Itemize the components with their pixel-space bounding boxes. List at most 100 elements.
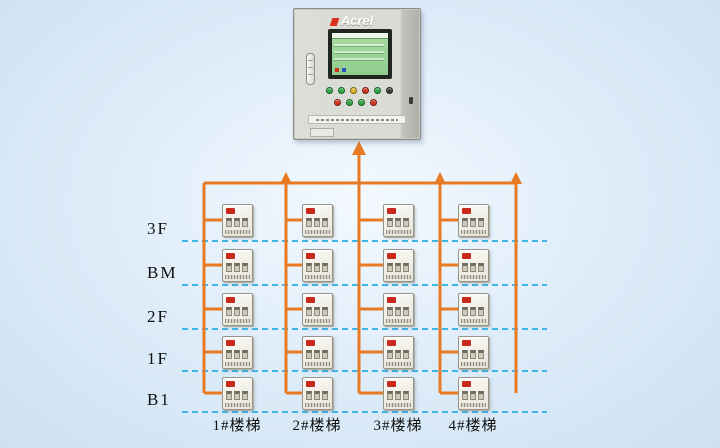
- indicator-row-2: [334, 99, 377, 106]
- device-modules: [226, 307, 248, 316]
- indicator-light: [370, 99, 377, 106]
- device-box: [222, 336, 253, 369]
- device-modules: [306, 307, 328, 316]
- device-terminal-strip: [305, 230, 330, 234]
- device-indicator-chip: [462, 381, 471, 387]
- floor-label-b1: B1: [147, 390, 171, 409]
- flow-meter: [306, 53, 315, 85]
- device-terminal-strip: [225, 403, 250, 407]
- device-modules: [462, 307, 484, 316]
- up-arrow-icon: [280, 172, 292, 184]
- indicator-light: [334, 99, 341, 106]
- device-box: [222, 293, 253, 326]
- device-indicator-chip: [306, 208, 315, 214]
- device-indicator-chip: [226, 381, 235, 387]
- cabinet-screen: [328, 29, 392, 79]
- device-indicator-chip: [387, 208, 396, 214]
- indicator-light: [374, 87, 381, 94]
- door-lock: [409, 97, 413, 104]
- device-indicator-chip: [226, 297, 235, 303]
- device-box: [302, 377, 333, 410]
- device-terminal-strip: [225, 319, 250, 323]
- up-arrow-icon: [434, 172, 446, 184]
- device-indicator-chip: [226, 253, 235, 259]
- device-indicator-chip: [387, 381, 396, 387]
- device-terminal-strip: [461, 362, 486, 366]
- device-terminal-strip: [305, 403, 330, 407]
- floor-line: [182, 370, 547, 372]
- device-stubs-col4: [440, 218, 458, 395]
- device-modules: [306, 391, 328, 400]
- device-box: [458, 249, 489, 282]
- device-terminal-strip: [386, 230, 411, 234]
- floor-line: [182, 240, 547, 242]
- device-terminal-strip: [461, 230, 486, 234]
- device-modules: [462, 263, 484, 272]
- device-modules: [462, 218, 484, 227]
- screen-text-row: [334, 58, 384, 61]
- up-arrow-icon: [352, 141, 366, 155]
- device-box: [383, 204, 414, 237]
- device-terminal-strip: [386, 403, 411, 407]
- nameplate-strip: [308, 115, 406, 124]
- indicator-light: [362, 87, 369, 94]
- device-box: [302, 293, 333, 326]
- indicator-light: [350, 87, 357, 94]
- device-box: [222, 377, 253, 410]
- floor-label-1f: 1F: [147, 349, 169, 368]
- device-modules: [462, 391, 484, 400]
- screen-content: [332, 33, 388, 75]
- device-modules: [387, 391, 409, 400]
- device-terminal-strip: [305, 362, 330, 366]
- device-stubs-col3: [359, 218, 383, 395]
- device-indicator-chip: [462, 297, 471, 303]
- device-box: [222, 249, 253, 282]
- device-modules: [306, 350, 328, 359]
- indicator-light: [386, 87, 393, 94]
- device-indicator-chip: [306, 297, 315, 303]
- device-terminal-strip: [225, 230, 250, 234]
- floor-label-bm: BM: [147, 263, 178, 282]
- device-terminal-strip: [386, 319, 411, 323]
- up-arrow-icon: [510, 172, 522, 184]
- floor-label-3f: 3F: [147, 219, 169, 238]
- device-box: [383, 377, 414, 410]
- device-box: [222, 204, 253, 237]
- device-indicator-chip: [226, 340, 235, 346]
- device-modules: [226, 263, 248, 272]
- device-terminal-strip: [305, 275, 330, 279]
- column-label-1: 1#楼梯: [212, 418, 262, 434]
- device-indicator-chip: [306, 340, 315, 346]
- indicator-light: [346, 99, 353, 106]
- column-label-3: 3#楼梯: [373, 418, 423, 434]
- device-indicator-chip: [387, 297, 396, 303]
- indicator-light: [326, 87, 333, 94]
- device-terminal-strip: [225, 362, 250, 366]
- device-box: [458, 377, 489, 410]
- device-stubs-col2: [286, 218, 302, 395]
- device-box: [383, 249, 414, 282]
- device-box: [302, 204, 333, 237]
- device-indicator-chip: [387, 340, 396, 346]
- device-terminal-strip: [461, 319, 486, 323]
- device-indicator-chip: [462, 208, 471, 214]
- device-box: [458, 204, 489, 237]
- device-indicator-chip: [226, 208, 235, 214]
- device-indicator-chip: [462, 253, 471, 259]
- screen-text-row: [334, 44, 384, 47]
- indicator-row-1: [326, 87, 393, 94]
- device-box: [458, 293, 489, 326]
- device-terminal-strip: [225, 275, 250, 279]
- floor-line: [182, 328, 547, 330]
- brand-text: Acrel: [340, 13, 374, 28]
- column-label-2: 2#楼梯: [292, 418, 342, 434]
- device-modules: [306, 218, 328, 227]
- device-modules: [462, 350, 484, 359]
- device-modules: [387, 218, 409, 227]
- device-terminal-strip: [305, 319, 330, 323]
- screen-titlebar: [332, 33, 388, 39]
- device-modules: [226, 350, 248, 359]
- indicator-light: [338, 87, 345, 94]
